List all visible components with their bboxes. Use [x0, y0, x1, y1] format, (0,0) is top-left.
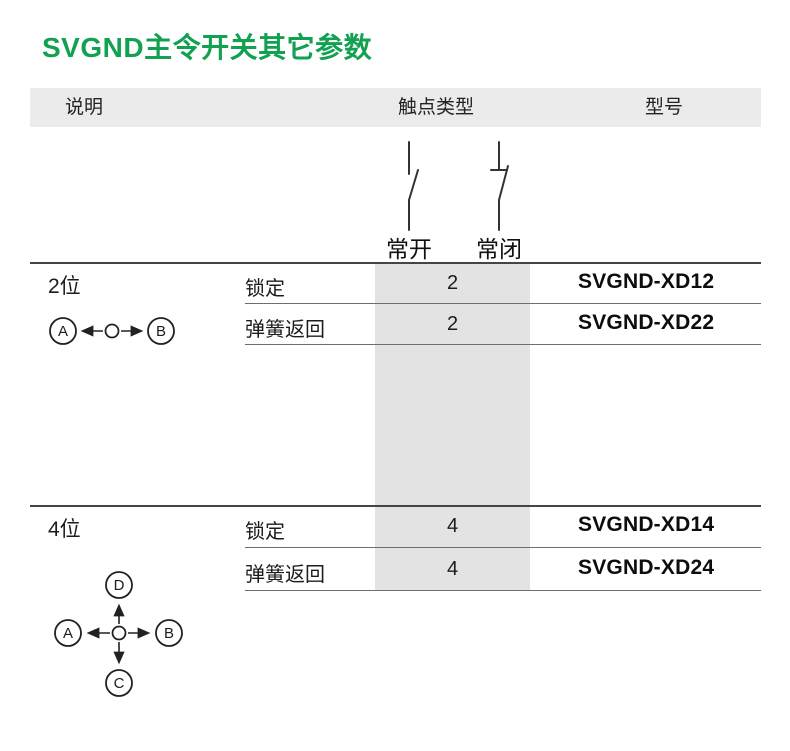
normally-closed-contact-icon — [490, 141, 509, 231]
contact-column-band — [375, 263, 530, 590]
row-divider — [245, 547, 761, 548]
diagram-letter-b: B — [164, 625, 174, 642]
position-label-2: 2位 — [48, 275, 81, 298]
diagram-letter-a: A — [63, 625, 73, 642]
model-number: SVGND-XD22 — [578, 311, 715, 334]
section-divider-middle — [30, 505, 761, 507]
diagram-letter-a: A — [58, 323, 68, 340]
action-label: 弹簧返回 — [245, 319, 325, 341]
model-number: SVGND-XD24 — [578, 556, 715, 579]
row-divider — [245, 303, 761, 304]
action-label: 锁定 — [245, 521, 285, 543]
header-contact-type-label: 触点类型 — [398, 97, 475, 118]
contact-count: 2 — [446, 272, 459, 294]
normally-open-contact-icon — [408, 141, 419, 231]
action-label: 锁定 — [245, 278, 285, 300]
page-title: SVGND主令开关其它参数 — [42, 32, 373, 63]
row-divider — [245, 590, 761, 591]
model-number: SVGND-XD14 — [578, 513, 715, 536]
contact-count: 4 — [446, 515, 459, 537]
normally-closed-label: 常闭 — [476, 236, 522, 262]
contact-count: 2 — [446, 313, 459, 335]
diagram-letter-b: B — [156, 323, 166, 340]
four-position-diagram: D C A B — [54, 571, 183, 697]
section-divider-top — [30, 262, 761, 264]
row-divider — [245, 344, 761, 345]
header-description-label: 说明 — [65, 97, 104, 118]
diagram-letter-c: C — [114, 675, 125, 692]
header-model-label: 型号 — [645, 97, 684, 118]
action-label: 弹簧返回 — [245, 564, 325, 586]
two-position-diagram: A B — [49, 317, 175, 345]
table-header: 说明 触点类型 型号 — [30, 88, 761, 127]
position-label-4: 4位 — [48, 518, 81, 541]
diagram-letter-d: D — [114, 577, 125, 594]
normally-open-label: 常开 — [386, 236, 432, 262]
model-number: SVGND-XD12 — [578, 270, 715, 293]
contact-count: 4 — [446, 558, 459, 580]
